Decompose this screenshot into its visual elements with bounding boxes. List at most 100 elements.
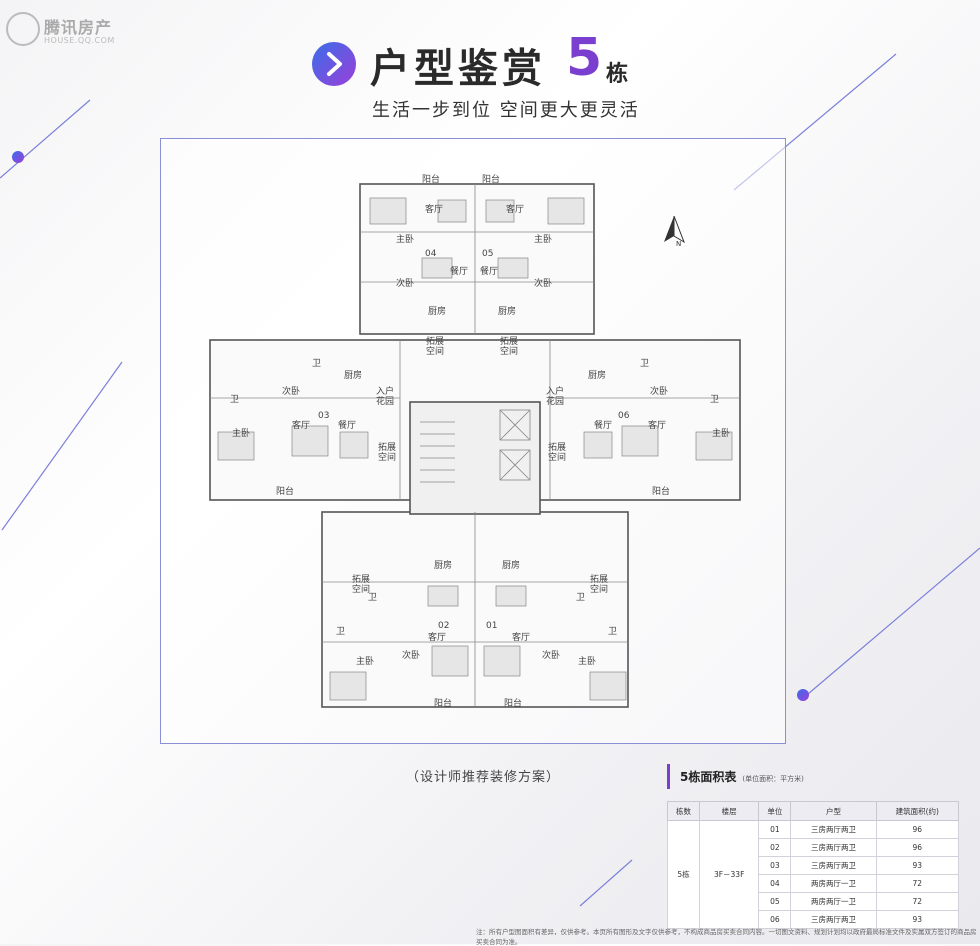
logo-icon (6, 12, 40, 46)
area-cell: 72 (875, 892, 960, 911)
room-label: 次卧 (402, 649, 420, 661)
type-cell: 两房两厅一卫 (790, 874, 877, 893)
room-label: 空间 (352, 583, 370, 595)
page-title: 户型鉴赏 (370, 46, 546, 92)
room-label: 阳台 (422, 173, 440, 185)
room-label: 阳台 (434, 697, 452, 709)
accent-dot (797, 689, 809, 701)
area-table: 5栋面积表(单位面积：平方米) 栋数 楼层 单位 户型 建筑面积(约) 5栋 3… (667, 764, 960, 929)
unit-cell: 03 (758, 856, 792, 875)
room-label: 空间 (426, 345, 444, 357)
building-suffix: 栋 (606, 62, 629, 87)
room-label: 次卧 (282, 385, 300, 397)
floor-plan: 阳台 阳台 客厅 客厅 主卧 主卧 餐厅 餐厅 次卧 次卧 厨房 厨房 拓展 空… (209, 173, 741, 709)
room-label: 厨房 (498, 305, 516, 317)
room-label: 入户 (546, 385, 564, 397)
room-label: 厨房 (502, 559, 520, 571)
area-cell: 72 (875, 874, 960, 893)
accent-dot (12, 151, 24, 163)
room-label: 卫 (312, 359, 321, 369)
room-label: 客厅 (648, 419, 666, 431)
building-number: 5 (566, 28, 603, 88)
table-row: 05 两房两厅一卫 72 (668, 892, 960, 911)
room-label: 卫 (336, 627, 345, 637)
chevron-right-icon (312, 42, 356, 86)
unit-code-label: 04 (425, 249, 437, 259)
room-label: 阳台 (504, 697, 522, 709)
unit-code-label: 02 (438, 621, 449, 631)
area-cell: 96 (875, 820, 960, 839)
table-row: 5栋 3F－33F 01 三房两厅两卫 96 (667, 820, 960, 929)
unit-cell: 02 (758, 838, 792, 857)
table-header: 户型 (790, 801, 877, 821)
room-label: 次卧 (534, 277, 552, 289)
table-header: 建筑面积(约) (875, 801, 960, 821)
room-label: 阳台 (482, 173, 500, 185)
building-cell: 5栋 (667, 820, 700, 929)
room-label: 主卧 (712, 427, 730, 439)
unit-code-label: 06 (618, 411, 630, 421)
room-label: 空间 (500, 345, 518, 357)
table-row: 06 三房两厅两卫 93 (668, 910, 960, 929)
room-label: 拓展 (426, 335, 444, 347)
type-cell: 两房两厅一卫 (790, 892, 877, 911)
table-header: 栋数 (667, 801, 700, 821)
room-label: 主卧 (534, 233, 552, 245)
room-label: 拓展 (590, 573, 608, 585)
room-label: 厨房 (434, 559, 452, 571)
room-label: 次卧 (396, 277, 414, 289)
north-arrow-icon: N (664, 215, 685, 248)
room-label: 阳台 (276, 485, 294, 497)
area-cell: 93 (875, 910, 960, 929)
room-label: 客厅 (292, 419, 310, 431)
room-label: 拓展 (548, 441, 566, 453)
watermark-domain: HOUSE.QQ.COM (44, 36, 115, 45)
area-table-unit: (单位面积：平方米) (742, 775, 804, 783)
page-subtitle: 生活一步到位 空间更大更灵活 (372, 100, 640, 121)
room-label: 卫 (710, 395, 719, 405)
room-label: 主卧 (232, 427, 250, 439)
room-label: 主卧 (396, 233, 414, 245)
unit-code-label: 03 (318, 411, 329, 421)
area-table-title: 5栋面积表(单位面积：平方米) (667, 764, 959, 789)
room-label: 次卧 (542, 649, 560, 661)
room-label: 厨房 (588, 369, 606, 381)
room-label: 主卧 (356, 655, 374, 667)
disclaimer-note: 注：所有户型图面积有差异，仅供参考。本页所有图形及文字仅供参考，不构成商品房买卖… (476, 928, 977, 946)
room-label: 餐厅 (594, 419, 612, 431)
north-label: N (676, 240, 681, 248)
table-header: 单位 (758, 801, 792, 821)
unit-code-label: 05 (482, 249, 493, 259)
table-header: 楼层 (698, 801, 760, 821)
room-label: 厨房 (428, 305, 446, 317)
room-label: 客厅 (506, 203, 524, 215)
table-row: 03 三房两厅两卫 93 (668, 856, 960, 875)
room-label: 空间 (590, 583, 608, 595)
room-label: 餐厅 (450, 265, 468, 277)
room-label: 餐厅 (338, 419, 356, 431)
room-label: 花园 (546, 395, 564, 407)
watermark-logo: 腾讯房产 HOUSE.QQ.COM (6, 8, 126, 48)
room-label: 主卧 (578, 655, 596, 667)
room-label: 卫 (230, 395, 239, 405)
room-label: 次卧 (650, 385, 668, 397)
type-cell: 三房两厅两卫 (790, 820, 877, 839)
room-label: 拓展 (500, 335, 518, 347)
unit-cell: 05 (758, 892, 792, 911)
unit-cell: 01 (758, 820, 792, 839)
room-label: 客厅 (428, 631, 446, 643)
room-label: 卫 (368, 593, 377, 603)
room-label: 花园 (376, 395, 394, 407)
unit-code-label: 01 (486, 621, 497, 631)
room-label: 拓展 (378, 441, 396, 453)
plan-caption: （设计师推荐装修方案） (406, 770, 561, 785)
room-label: 客厅 (425, 203, 443, 215)
room-label: 空间 (378, 451, 396, 463)
unit-cell: 04 (758, 874, 792, 893)
room-label: 卫 (576, 593, 585, 603)
watermark-brand: 腾讯房产 (44, 18, 113, 37)
room-label: 阳台 (652, 485, 670, 497)
table-row: 04 两房两厅一卫 72 (668, 874, 960, 893)
room-label: 拓展 (352, 573, 370, 585)
area-cell: 93 (875, 856, 960, 875)
